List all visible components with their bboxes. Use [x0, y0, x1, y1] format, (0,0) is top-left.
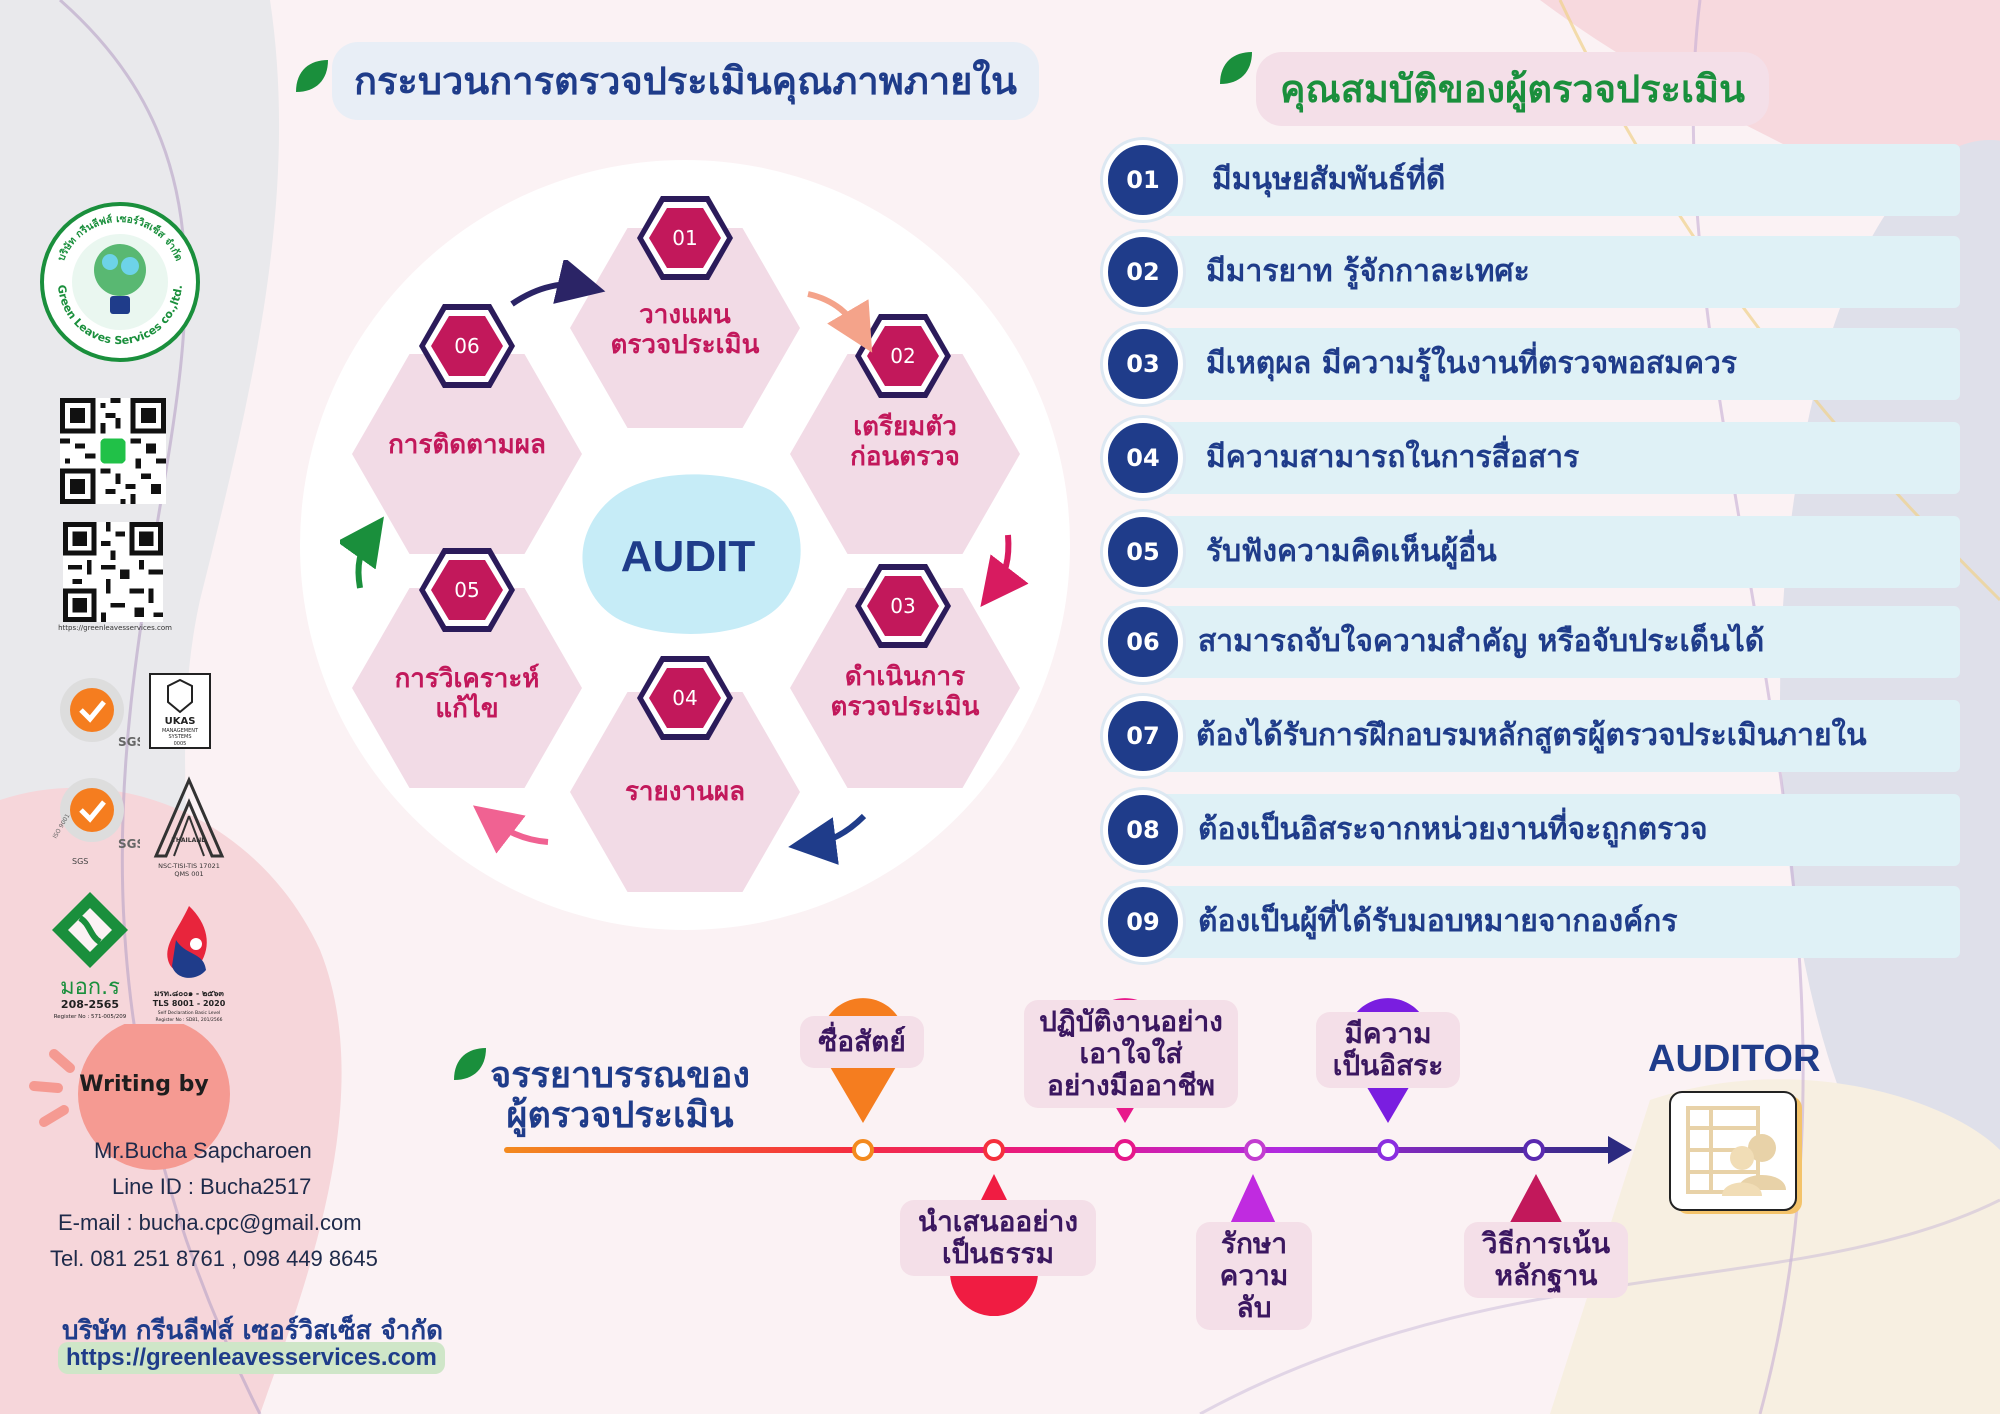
step-label-03: ดำเนินการตรวจประเมิน: [830, 662, 980, 722]
writer-badge: [29, 1024, 230, 1170]
qualification-text: รับฟังความคิดเห็นผู้อื่น: [1206, 534, 1497, 569]
qualification-row: [1150, 886, 1960, 958]
qualification-number: 04: [1103, 418, 1183, 498]
timeline-dot: [1114, 1139, 1136, 1161]
svg-text:NSC-TISI-TIS 17021: NSC-TISI-TIS 17021: [158, 862, 220, 870]
step-badge-04: 04: [637, 656, 733, 740]
qualification-row: [1150, 422, 1960, 494]
qualification-row: [1150, 606, 1960, 678]
svg-text:TLS 8001 - 2020: TLS 8001 - 2020: [153, 999, 226, 1008]
timeline-dot: [1377, 1139, 1399, 1161]
writer-label: Writing by: [79, 1072, 209, 1097]
leaf-icon: [296, 60, 328, 92]
timeline-dot: [983, 1139, 1005, 1161]
qualification-row: [1150, 144, 1960, 216]
step-badge-05: 05: [419, 548, 515, 632]
qualification-text: มีความสามารถในการสื่อสาร: [1206, 440, 1580, 475]
qualification-text: มีเหตุผล มีความรู้ในงานที่ตรวจพอสมควร: [1206, 346, 1737, 381]
qr-code-line[interactable]: [60, 398, 166, 504]
svg-text:0005: 0005: [174, 741, 187, 747]
timeline-dot: [1523, 1139, 1545, 1161]
qualification-number: 03: [1103, 324, 1183, 404]
qualification-text: สามารถจับใจความสำคัญ หรือจับประเด็นได้: [1198, 624, 1765, 659]
svg-text:มรท.๘๐๐๑ - ๒๕๖๓: มรท.๘๐๐๑ - ๒๕๖๓: [154, 989, 224, 998]
writer-name: Mr.Bucha Sapcharoen: [94, 1138, 312, 1163]
step-badge-03: 03: [855, 564, 951, 648]
step-label-02: เตรียมตัวก่อนตรวจ: [850, 412, 960, 472]
qualifications-title: คุณสมบัติของผู้ตรวจประเมิน: [1256, 52, 1769, 126]
svg-text:SGS: SGS: [118, 735, 140, 749]
cycle-arrows: [340, 260, 1029, 865]
svg-text:UKAS: UKAS: [165, 716, 196, 727]
writer-phone: Tel. 081 251 8761 , 098 449 8645: [50, 1246, 378, 1271]
ethics-fair: นำเสนออย่าง เป็นธรรม: [900, 1200, 1096, 1276]
svg-text:มอก.ร: มอก.ร: [60, 975, 120, 1000]
qualification-row: [1150, 236, 1960, 308]
qualification-row: [1150, 794, 1960, 866]
ethics-independent: มีความ เป็นอิสระ: [1316, 1012, 1460, 1088]
tls-cert-icon: มรท.๘๐๐๑ - ๒๕๖๓ TLS 8001 - 2020 Self Dec…: [153, 906, 226, 1023]
step-label-06: การติดตามผล: [388, 430, 546, 460]
svg-text:SYSTEMS: SYSTEMS: [168, 734, 191, 740]
qualification-text: ต้องได้รับการฝึกอบรมหลักสูตรผู้ตรวจประเม…: [1196, 718, 1867, 753]
qualification-row: [1150, 700, 1960, 772]
qr-code-website[interactable]: [60, 522, 166, 622]
step-badge-02: 02: [855, 314, 951, 398]
svg-text:QMS 001: QMS 001: [174, 870, 203, 878]
leaf-icon: [454, 1048, 486, 1080]
process-title: กระบวนการตรวจประเมินคุณภาพภายใน: [332, 42, 1039, 120]
svg-text:Self Declaration Basic Level: Self Declaration Basic Level: [158, 1010, 221, 1016]
auditor-label: AUDITOR: [1648, 1038, 1821, 1080]
qualification-number: 06: [1103, 602, 1183, 682]
step-label-05: การวิเคราะห์แก้ไข: [394, 664, 540, 724]
ethics-honest: ซื่อสัตย์: [800, 1016, 924, 1068]
qualification-number: 01: [1103, 140, 1183, 220]
svg-text:THAILAND: THAILAND: [172, 837, 206, 844]
nac-thailand-cert-icon: THAILAND NSC-TISI-TIS 17021 QMS 001: [153, 776, 225, 878]
company-url[interactable]: https://greenleavesservices.com: [58, 1342, 445, 1374]
qualification-number: 05: [1103, 512, 1183, 592]
ukas-cert-icon: UKAS MANAGEMENT SYSTEMS 0005: [149, 673, 211, 749]
qualification-number: 07: [1103, 696, 1183, 776]
sgs-iso-cert-icon-2: SGS ISO 9001 SGS: [52, 778, 140, 866]
tis-cert-icon: มอก.ร 208-2565 Register No : 571-005/209: [52, 892, 128, 1020]
qualification-row: [1150, 516, 1960, 588]
svg-text:Register No : 571-005/209: Register No : 571-005/209: [54, 1014, 127, 1020]
ethics-evidence: วิธีการเน้น หลักฐาน: [1464, 1222, 1628, 1298]
svg-text:SGS: SGS: [72, 857, 88, 866]
step-badge-01: 01: [637, 196, 733, 280]
svg-text:Register No : SD81, 201/2566: Register No : SD81, 201/2566: [156, 1017, 223, 1023]
company-logo: บริษัท กรีนลีฟส์ เซอร์วิสเซ็ส จำกัด Gree…: [40, 202, 200, 362]
timeline-dot: [852, 1139, 874, 1161]
ethics-confidential: รักษา ความลับ: [1196, 1222, 1312, 1330]
step-label-04: รายงานผล: [624, 777, 746, 807]
svg-text:MANAGEMENT: MANAGEMENT: [162, 728, 199, 734]
qualification-number: 08: [1103, 790, 1183, 870]
qualification-text: ต้องเป็นผู้ที่ได้รับมอบหมายจากองค์กร: [1198, 904, 1678, 939]
qualification-number: 02: [1103, 232, 1183, 312]
auditor-icon: [1669, 1091, 1802, 1214]
ethics-timeline: [504, 1136, 1632, 1164]
qualification-text: ต้องเป็นอิสระจากหน่วยงานที่จะถูกตรวจ: [1198, 812, 1708, 847]
timeline-dot: [1244, 1139, 1266, 1161]
qualification-text: มีมนุษยสัมพันธ์ที่ดี: [1212, 162, 1446, 197]
qualification-row: [1150, 328, 1960, 400]
ethics-title: จรรยาบรรณของ ผู้ตรวจประเมิน: [490, 1055, 750, 1136]
step-badge-06: 06: [419, 304, 515, 388]
sgs-iso-cert-icon: SGS: [60, 678, 140, 749]
svg-text:SGS: SGS: [118, 837, 140, 851]
writer-email[interactable]: E-mail : bucha.cpc@gmail.com: [58, 1210, 362, 1235]
company-name: บริษัท กรีนลีฟส์ เซอร์วิสเซ็ส จำกัด: [62, 1316, 444, 1346]
qualification-text: มีมารยาท รู้จักกาละเทศะ: [1206, 254, 1530, 289]
writer-line-id: Line ID : Bucha2517: [112, 1174, 312, 1199]
audit-center-label: AUDIT: [620, 532, 756, 581]
step-label-01: วางแผนตรวจประเมิน: [610, 300, 760, 360]
qualification-number: 09: [1103, 882, 1183, 962]
svg-text:208-2565: 208-2565: [61, 998, 119, 1011]
audit-blob: [582, 474, 801, 634]
ethics-professional: ปฏิบัติงานอย่าง เอาใจใส่ อย่างมืออาชีพ: [1024, 1000, 1238, 1108]
leaf-icon: [1220, 52, 1252, 84]
qr-caption: https://greenleavesservices.com: [58, 624, 172, 632]
